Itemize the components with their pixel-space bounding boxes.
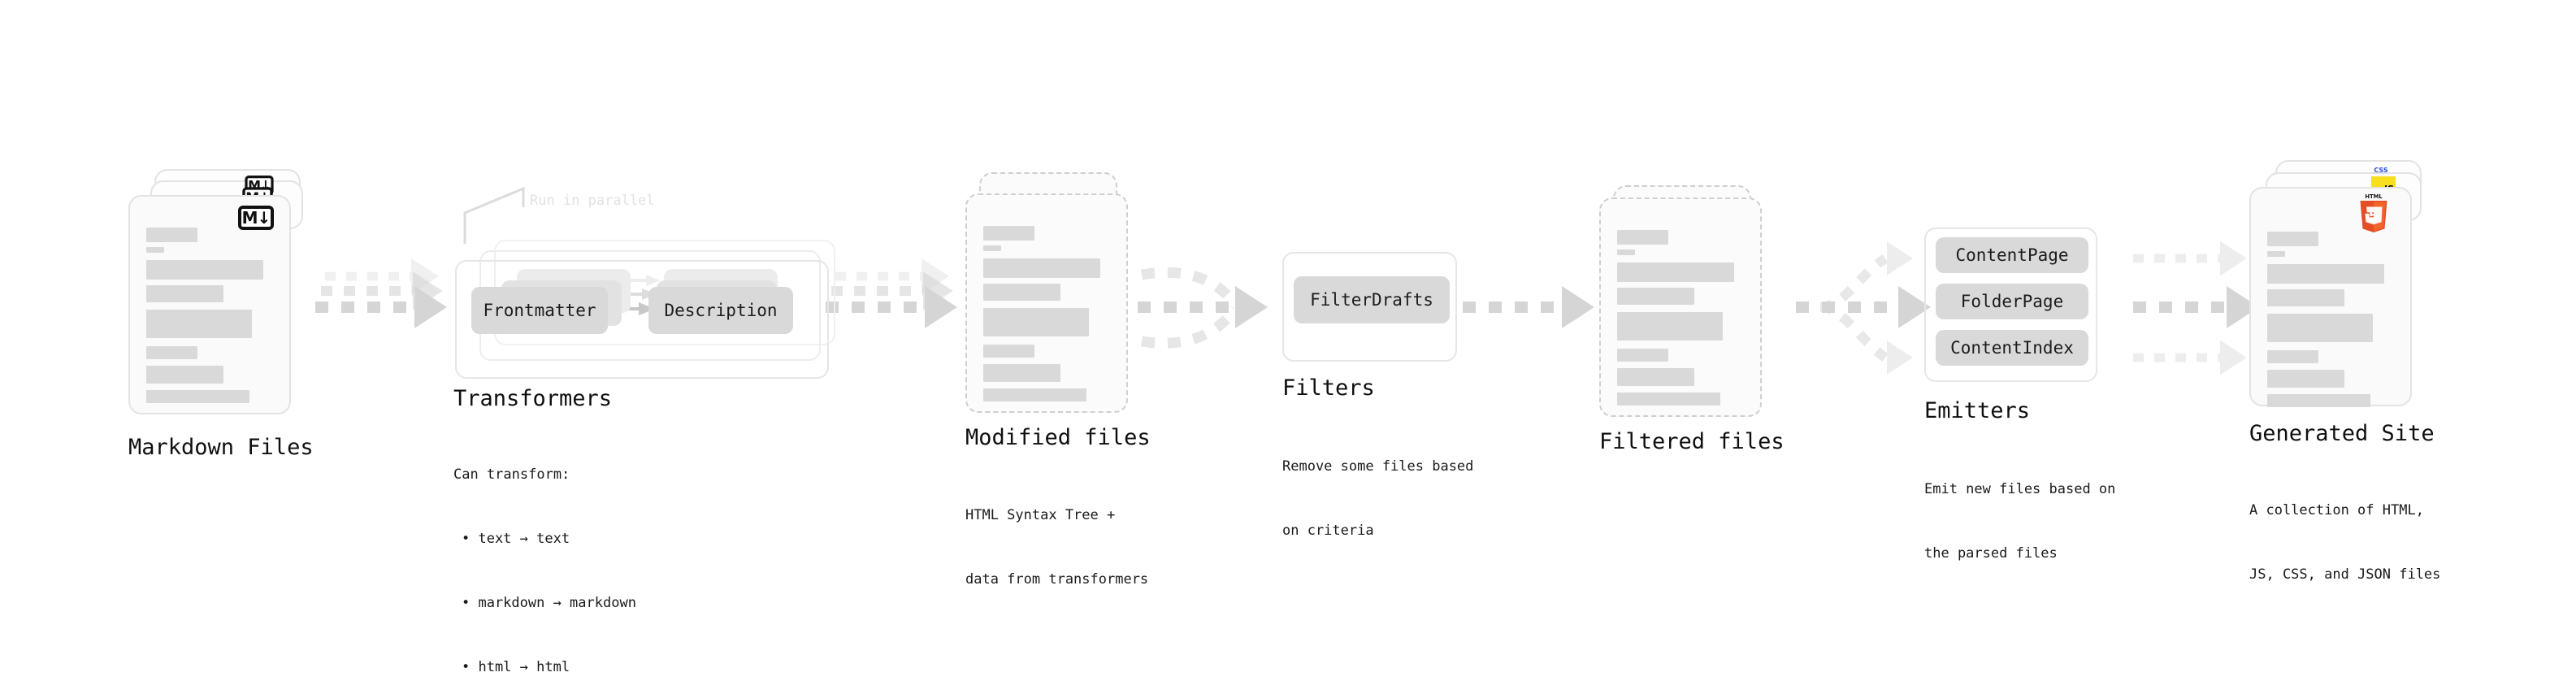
connector-emitters-to-site xyxy=(2133,241,2259,375)
placeholder-bar xyxy=(983,258,1100,278)
emitter-chip-contentpage[interactable]: ContentPage xyxy=(1936,237,2088,273)
placeholder-bar xyxy=(983,226,1034,241)
markdown-file-card xyxy=(128,195,291,414)
placeholder-bar xyxy=(983,308,1089,336)
modified-file-card xyxy=(965,193,1128,413)
placeholder-bar xyxy=(146,228,197,242)
placeholder-bar xyxy=(1617,230,1668,245)
placeholder-bar xyxy=(1617,368,1694,386)
transformer-chip-description[interactable]: Description xyxy=(648,287,793,334)
placeholder-bar xyxy=(2267,289,2344,306)
filters-desc-line-1: on criteria xyxy=(1282,522,1374,539)
site-desc-line-0: A collection of HTML, xyxy=(2249,501,2424,518)
stage-heading-filters: Filters xyxy=(1282,375,1375,401)
placeholder-bar xyxy=(1617,249,1635,255)
transformers-desc-line-1: • text → text xyxy=(462,530,570,547)
stage-desc-generated-site: A collection of HTML, JS, CSS, and JSON … xyxy=(2249,457,2440,628)
placeholder-bar xyxy=(2267,370,2344,388)
placeholder-bar xyxy=(146,390,249,403)
stage-heading-filtered-files: Filtered files xyxy=(1599,429,1785,454)
placeholder-bar xyxy=(146,285,223,302)
filters-box xyxy=(1282,252,1457,362)
svg-text:5: 5 xyxy=(2368,207,2379,226)
stage-heading-emitters: Emitters xyxy=(1924,398,2031,423)
placeholder-bar xyxy=(1617,393,1720,406)
stage-heading-generated-site: Generated Site xyxy=(2249,421,2435,446)
emitters-desc-line-0: Emit new files based on xyxy=(1924,480,2116,497)
emitters-desc-line-1: the parsed files xyxy=(1924,544,2058,562)
transformers-box-front xyxy=(455,260,829,379)
placeholder-bar xyxy=(1617,262,1734,282)
filter-chip-filterdrafts[interactable]: FilterDrafts xyxy=(1294,276,1450,323)
stage-desc-emitters: Emit new files based on the parsed files xyxy=(1924,436,2115,607)
placeholder-bar xyxy=(983,364,1060,382)
connector-transformers-to-modified xyxy=(826,258,957,328)
markdown-badge: M↓ xyxy=(238,206,274,230)
stage-desc-transformers: Can transform: • text → text • markdown … xyxy=(453,421,636,681)
placeholder-bar xyxy=(983,388,1086,401)
placeholder-bar xyxy=(983,284,1060,301)
run-in-parallel-bracket xyxy=(463,186,525,244)
placeholder-bar xyxy=(1617,288,1694,305)
modified-desc-line-0: HTML Syntax Tree + xyxy=(965,506,1116,523)
html5-badge: HTML 5 xyxy=(2357,193,2390,232)
placeholder-bar xyxy=(146,346,197,359)
stage-heading-transformers: Transformers xyxy=(453,386,613,411)
connector-filters-to-filtered xyxy=(1463,286,1594,328)
placeholder-bar xyxy=(2267,314,2373,342)
stage-heading-markdown-files: Markdown Files xyxy=(128,435,314,460)
placeholder-bar xyxy=(1617,312,1723,340)
site-desc-line-1: JS, CSS, and JSON files xyxy=(2249,566,2441,583)
transformer-chip-frontmatter[interactable]: Frontmatter xyxy=(471,287,608,334)
placeholder-bar xyxy=(2267,232,2318,246)
placeholder-bar xyxy=(146,366,223,384)
placeholder-bar xyxy=(2267,350,2318,363)
placeholder-bar xyxy=(146,310,252,338)
site-file-card xyxy=(2249,187,2412,407)
transformers-desc-line-3: • html → html xyxy=(462,658,570,675)
stage-desc-modified-files: HTML Syntax Tree + data from transformer… xyxy=(965,462,1148,633)
transformers-desc-line-2: • markdown → markdown xyxy=(462,594,636,611)
placeholder-bar xyxy=(2267,251,2285,257)
emitter-chip-folderpage[interactable]: FolderPage xyxy=(1936,284,2088,319)
stage-heading-modified-files: Modified files xyxy=(965,425,1151,450)
transformers-desc-line-0: Can transform: xyxy=(453,466,570,483)
connector-modified-to-filters xyxy=(1138,267,1268,349)
placeholder-bar xyxy=(2267,264,2384,284)
connector-md-to-transformers xyxy=(315,258,447,328)
html5-shield-icon: HTML 5 xyxy=(2360,193,2387,232)
emitter-chip-contentindex[interactable]: ContentIndex xyxy=(1936,330,2088,366)
filtered-file-card xyxy=(1599,197,1762,417)
placeholder-bar xyxy=(1617,349,1668,362)
placeholder-bar xyxy=(146,260,263,280)
connector-filtered-to-emitters xyxy=(1796,241,1931,375)
placeholder-bar xyxy=(983,345,1034,358)
placeholder-bar xyxy=(983,245,1001,251)
stage-desc-filters: Remove some files based on criteria xyxy=(1282,413,1473,584)
modified-desc-line-1: data from transformers xyxy=(965,570,1149,588)
emitters-box xyxy=(1924,228,2097,382)
svg-text:HTML: HTML xyxy=(2365,193,2383,200)
filters-desc-line-0: Remove some files based xyxy=(1282,458,1474,475)
placeholder-bar xyxy=(146,247,164,253)
placeholder-bar xyxy=(2267,394,2370,407)
run-in-parallel-label: Run in parallel xyxy=(530,193,655,209)
